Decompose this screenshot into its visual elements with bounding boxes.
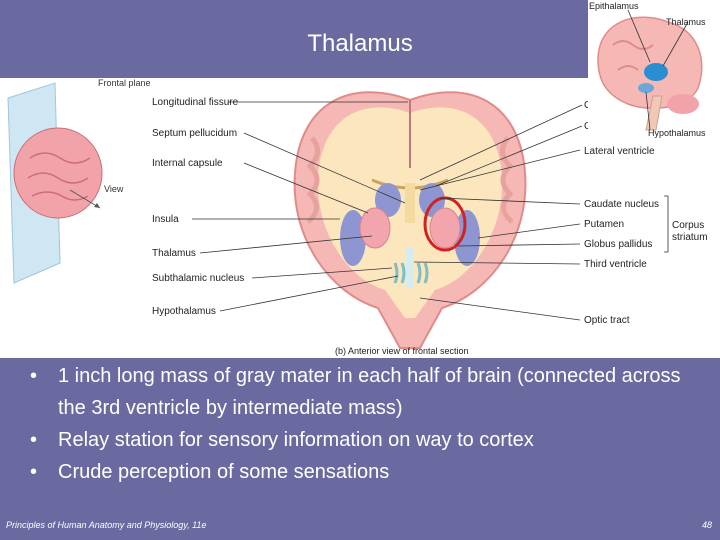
inset-sagittal-figure: Epithalamus Thalamus Hypothalamus (588, 0, 720, 140)
label-insula: Insula (152, 214, 179, 225)
bullet-list: 1 inch long mass of gray mater in each h… (30, 360, 710, 488)
left-thalamus (360, 208, 390, 248)
label-subthalamic-nucleus: Subthalamic nucleus (152, 273, 244, 284)
coronal-section (295, 92, 526, 348)
frontal-plane-label: Frontal plane (98, 78, 151, 88)
inset-label-epithalamus: Epithalamus (589, 1, 639, 11)
view-label: View (104, 184, 124, 194)
septum-pellucidum (405, 183, 415, 223)
label-internal-capsule: Internal capsule (152, 158, 223, 169)
orientation-brain (8, 83, 102, 283)
figure-caption: (b) Anterior view of frontal section (335, 346, 469, 356)
footer-source: Principles of Human Anatomy and Physiolo… (6, 520, 206, 530)
page-number: 48 (702, 520, 712, 530)
label-septum-pellucidum: Septum pellucidum (152, 128, 237, 139)
inset-label-thalamus: Thalamus (666, 17, 706, 27)
label-longitudinal-fissure: Longitudinal fissure (152, 97, 239, 108)
label-striatum: striatum (672, 232, 708, 243)
inset-cerebellum (667, 94, 699, 114)
label-corpus: Corpus (672, 220, 704, 231)
label-lateral-ventricle: Lateral ventricle (584, 146, 655, 157)
third-ventricle (406, 248, 414, 288)
right-thalamus (430, 208, 460, 248)
inset-hypothalamus (638, 83, 654, 93)
label-optic-tract: Optic tract (584, 315, 630, 326)
bullet-item: Relay station for sensory information on… (30, 424, 710, 456)
left-labels: Longitudinal fissure Septum pellucidum I… (152, 97, 244, 317)
inset-svg: Epithalamus Thalamus Hypothalamus (588, 0, 720, 140)
inset-thalamus (644, 63, 668, 81)
inset-label-hypothalamus: Hypothalamus (648, 128, 706, 138)
bullet-item: Crude perception of some sensations (30, 456, 710, 488)
label-putamen: Putamen (584, 219, 624, 230)
leader-line (420, 298, 580, 320)
label-third-ventricle: Third ventricle (584, 259, 647, 270)
corpus-striatum-bracket (664, 196, 668, 252)
label-thalamus: Thalamus (152, 248, 196, 259)
label-caudate-nucleus: Caudate nucleus (584, 199, 659, 210)
label-hypothalamus: Hypothalamus (152, 306, 216, 317)
orientation-cerebrum (14, 128, 102, 218)
bullet-item: 1 inch long mass of gray mater in each h… (30, 360, 710, 424)
label-globus-pallidus: Globus pallidus (584, 239, 652, 250)
